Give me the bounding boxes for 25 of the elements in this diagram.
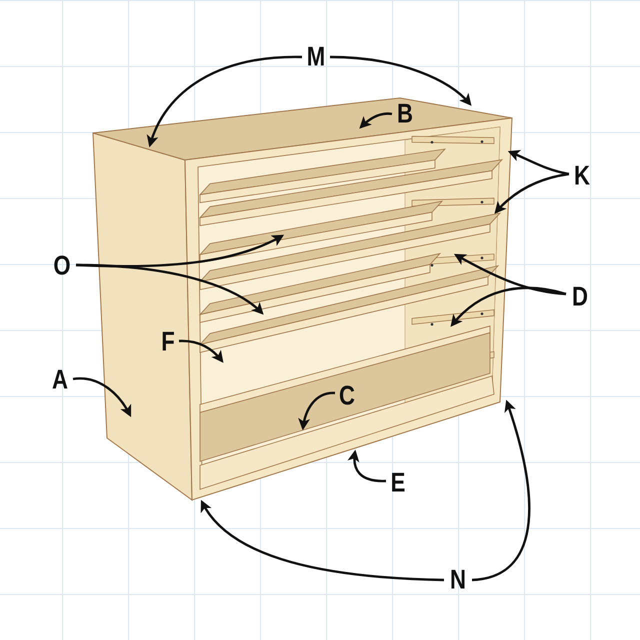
leader-line	[200, 500, 444, 582]
leader-line	[72, 377, 132, 418]
leader-line	[472, 400, 530, 582]
leader-line	[494, 172, 570, 214]
leader-line	[76, 264, 264, 315]
leader-line	[348, 450, 386, 482]
callout-letter: E	[390, 470, 406, 496]
leader-line	[359, 112, 392, 129]
callout-letter: M	[306, 44, 326, 70]
callout-letter: N	[449, 566, 467, 594]
leader-line	[508, 150, 570, 176]
leader-line	[298, 392, 336, 430]
callout-letter: B	[396, 100, 414, 128]
callout-letter: O	[52, 252, 72, 280]
leader-line	[454, 254, 566, 296]
callout-letter: C	[338, 382, 356, 410]
leader-line	[330, 56, 472, 106]
callout-letter: F	[160, 328, 176, 356]
leader-line	[450, 286, 566, 327]
callout-letter: K	[573, 162, 591, 190]
callout-letter: D	[571, 284, 589, 310]
leader-line	[147, 56, 302, 148]
leader-line	[178, 340, 224, 363]
leader-line	[76, 234, 284, 268]
callout-letter: A	[51, 366, 69, 394]
